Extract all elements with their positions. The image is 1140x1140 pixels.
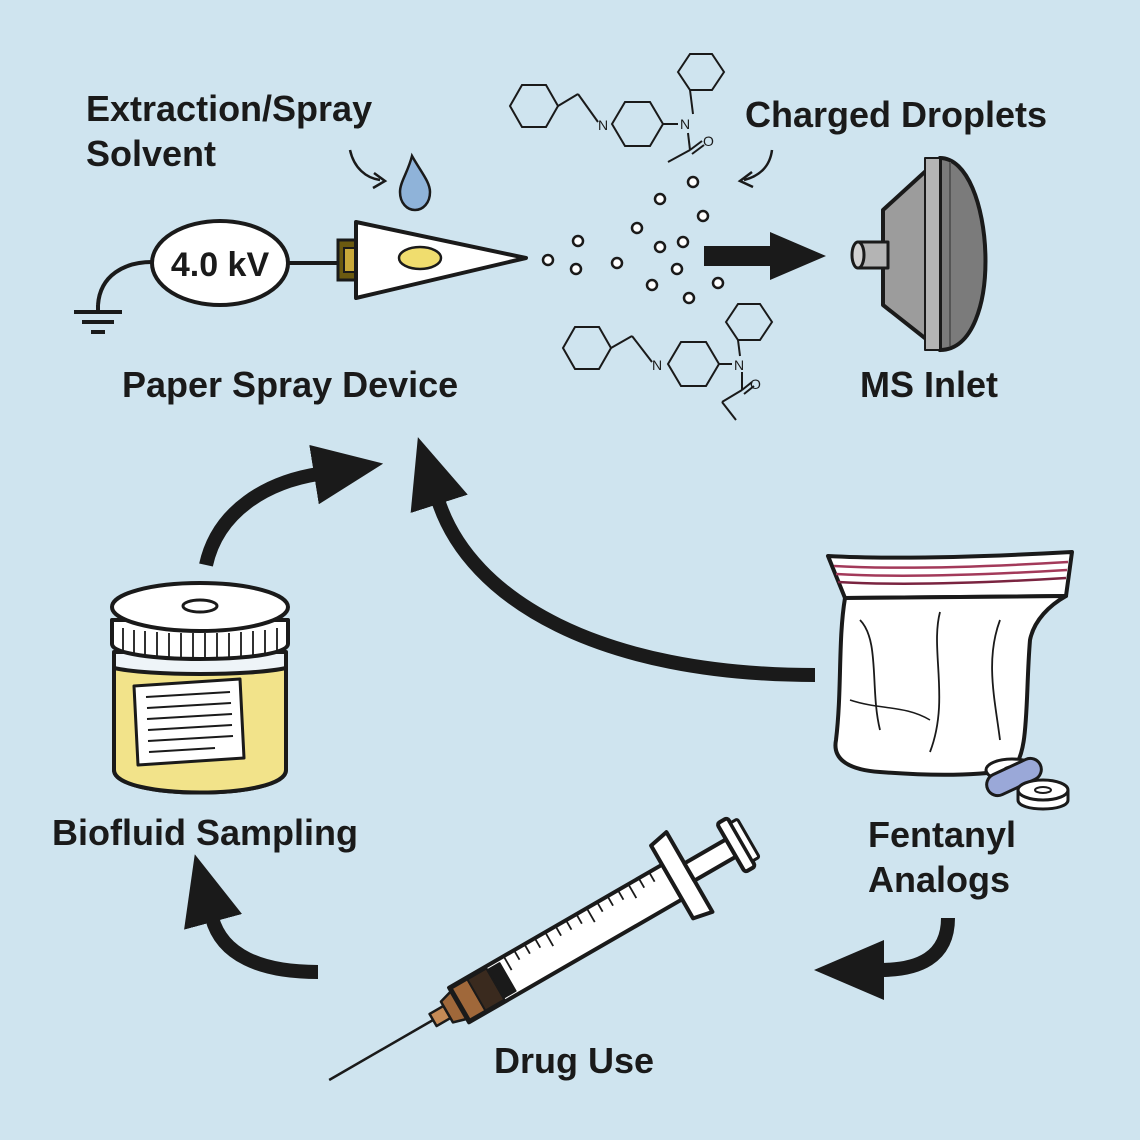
atom-nitrogen: N	[652, 357, 662, 373]
fentanyl-label: Fentanyl Analogs	[868, 812, 1016, 902]
voltage-label: 4.0 kV	[171, 246, 270, 284]
droplets-pointer-head	[737, 171, 754, 189]
molecule-fentanyl-atoms: N N O	[652, 357, 761, 392]
molecule-acetylfentanyl	[508, 53, 726, 163]
paper-triangle-icon	[354, 220, 528, 300]
device-label: Paper Spray Device	[122, 364, 459, 405]
arrow-drug-use-to-biofluid	[184, 854, 319, 979]
syringe-icon	[328, 816, 761, 1082]
atom-nitrogen: N	[680, 116, 690, 132]
fentanyl-label-line2: Analogs	[868, 859, 1011, 900]
fentanyl-label-line1: Fentanyl	[868, 814, 1017, 855]
solvent-drop-icon	[398, 152, 432, 212]
spray-direction-arrow	[704, 232, 826, 280]
ms-inlet-label: MS Inlet	[860, 364, 999, 405]
arrow-fentanyl-to-drug-use	[814, 917, 955, 1000]
biofluid-label: Biofluid Sampling	[52, 812, 358, 853]
atom-nitrogen: N	[598, 117, 608, 133]
charged-droplets	[541, 175, 725, 305]
ms-inlet-icon	[850, 156, 988, 352]
atom-nitrogen: N	[734, 357, 744, 373]
urine-cup-icon	[110, 581, 290, 795]
arrow-fentanyl-to-device	[410, 437, 816, 682]
ground-icon	[74, 260, 153, 334]
solvent-pointer-arrow	[348, 149, 381, 182]
pills-icon	[984, 756, 1070, 811]
drug-bag-icon	[826, 550, 1074, 777]
solvent-label-line1: Extraction/Spray	[86, 88, 373, 129]
molecule-acetylfentanyl-atoms: N N O	[598, 116, 714, 149]
solvent-pointer-head	[372, 171, 388, 190]
droplets-label: Charged Droplets	[745, 94, 1048, 135]
atom-oxygen: O	[750, 376, 761, 392]
atom-oxygen: O	[703, 133, 714, 149]
solvent-label-line2: Solvent	[86, 133, 217, 174]
molecule-fentanyl	[561, 303, 774, 421]
droplets-pointer-arrow	[743, 149, 774, 182]
drug-use-label: Drug Use	[494, 1040, 655, 1081]
solvent-label: Extraction/Spray Solvent	[86, 86, 372, 176]
arrow-biofluid-to-device	[199, 445, 384, 567]
